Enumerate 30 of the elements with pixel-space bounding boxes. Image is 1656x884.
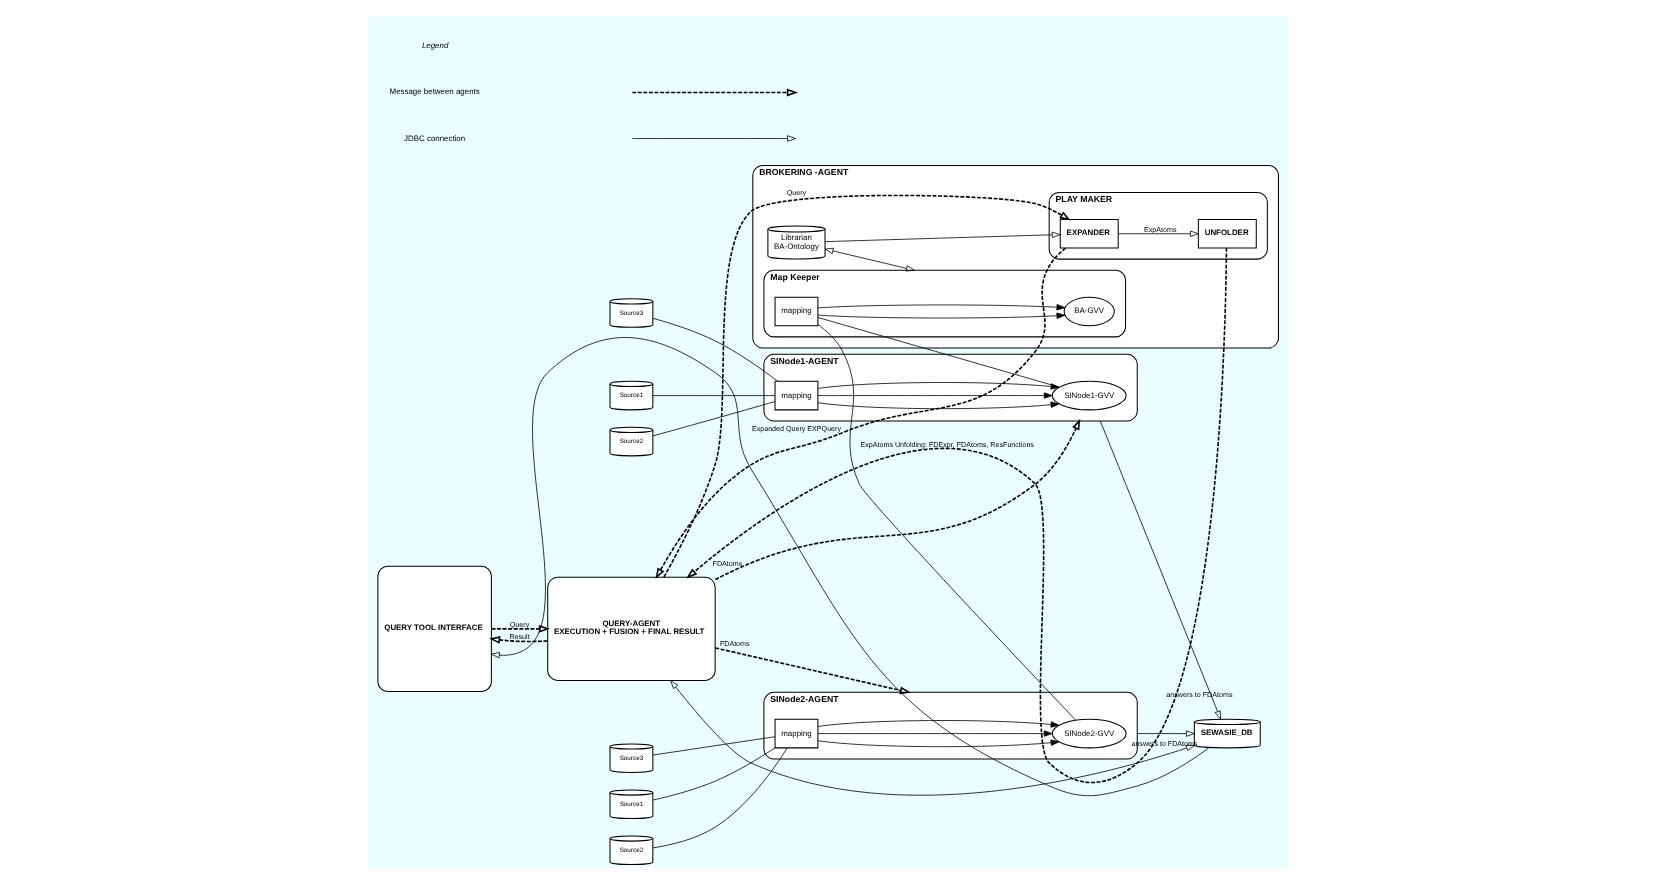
connector [652,747,788,849]
arrow [1136,730,1195,737]
connector [652,395,776,396]
connector [652,747,776,801]
arrow [655,247,1067,580]
connector [652,736,776,756]
arrow [1117,230,1199,237]
arrow [817,739,1060,748]
arrow [670,680,1195,796]
arrow [714,647,912,695]
arrow [817,401,1060,410]
arrow [1099,420,1222,720]
connector [817,323,1076,721]
arrow [817,304,1066,311]
connector [652,401,776,437]
arrow [491,337,1210,797]
arrow [490,624,550,633]
arrow [824,231,1061,242]
arrow [663,194,1071,578]
connector [817,317,1060,388]
arrow [714,418,1081,581]
arrow [824,247,915,272]
arrow [686,247,1228,784]
arrow [817,392,1053,399]
arrow [817,382,1060,390]
arrow [817,312,1066,319]
arrow [817,720,1060,728]
arrow [489,636,549,644]
arrow [817,730,1053,737]
connector [652,317,779,382]
